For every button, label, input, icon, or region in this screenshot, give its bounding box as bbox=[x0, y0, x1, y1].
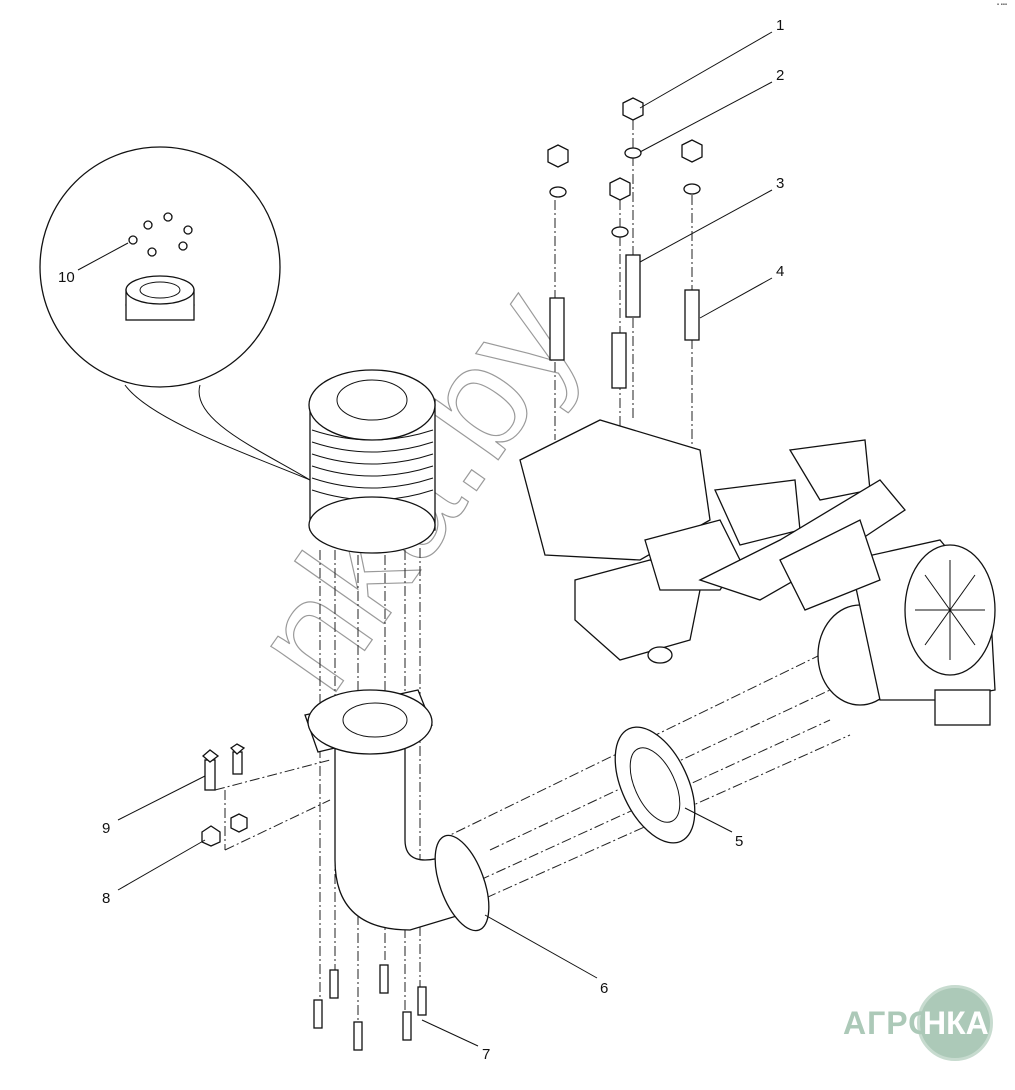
callout-2: 2 bbox=[776, 67, 784, 84]
callout-numbers: 1 2 3 4 5 6 7 8 9 10 bbox=[58, 17, 784, 1063]
callout-9: 9 bbox=[102, 820, 110, 837]
callout-4: 4 bbox=[776, 263, 784, 280]
callout-leaders bbox=[77, 31, 773, 1047]
bellows-compensator bbox=[308, 369, 436, 554]
gasket bbox=[614, 726, 696, 844]
callout-8: 8 bbox=[102, 890, 110, 907]
callout-5: 5 bbox=[735, 833, 743, 850]
exhaust-manifold bbox=[519, 419, 906, 664]
detail-magnifier bbox=[39, 146, 311, 481]
elbow-pipe bbox=[304, 689, 490, 932]
callout-10: 10 bbox=[58, 269, 75, 286]
fasteners-top bbox=[547, 97, 703, 389]
callout-6: 6 bbox=[600, 980, 608, 997]
agronka-logo: АГРО НКА bbox=[843, 985, 993, 1065]
logo-text-right: НКА bbox=[923, 1005, 989, 1041]
turbocharger bbox=[817, 539, 996, 726]
callout-7: 7 bbox=[482, 1046, 490, 1063]
callout-3: 3 bbox=[776, 175, 784, 192]
corner-mark: ▪ ▪▪▪ bbox=[996, 2, 1007, 8]
logo-text-left: АГРО bbox=[843, 1005, 935, 1041]
callout-1: 1 bbox=[776, 17, 784, 34]
logo-circle bbox=[917, 985, 993, 1061]
